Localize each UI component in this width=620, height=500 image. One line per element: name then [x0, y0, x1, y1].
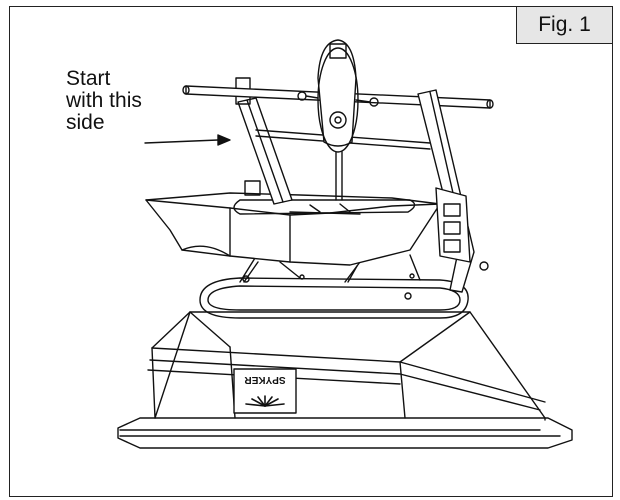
figure-label: Fig. 1	[516, 6, 613, 44]
central-column	[335, 151, 343, 201]
support-legs	[239, 254, 421, 283]
seat-basin	[145, 180, 441, 266]
spyker-logo-plate: SPYKER	[233, 368, 297, 414]
logo-text: SPYKER	[244, 374, 286, 385]
tubular-ring	[199, 273, 469, 319]
callout-arrow	[144, 134, 231, 146]
base-platform	[117, 311, 573, 449]
callout-text: Start with this side	[66, 68, 142, 134]
callout-line-2: with this	[66, 89, 142, 112]
callout-line-1: Start	[66, 67, 111, 90]
motor-housing	[297, 39, 379, 153]
side-bracket	[435, 187, 489, 271]
callout-line-3: side	[66, 111, 105, 134]
